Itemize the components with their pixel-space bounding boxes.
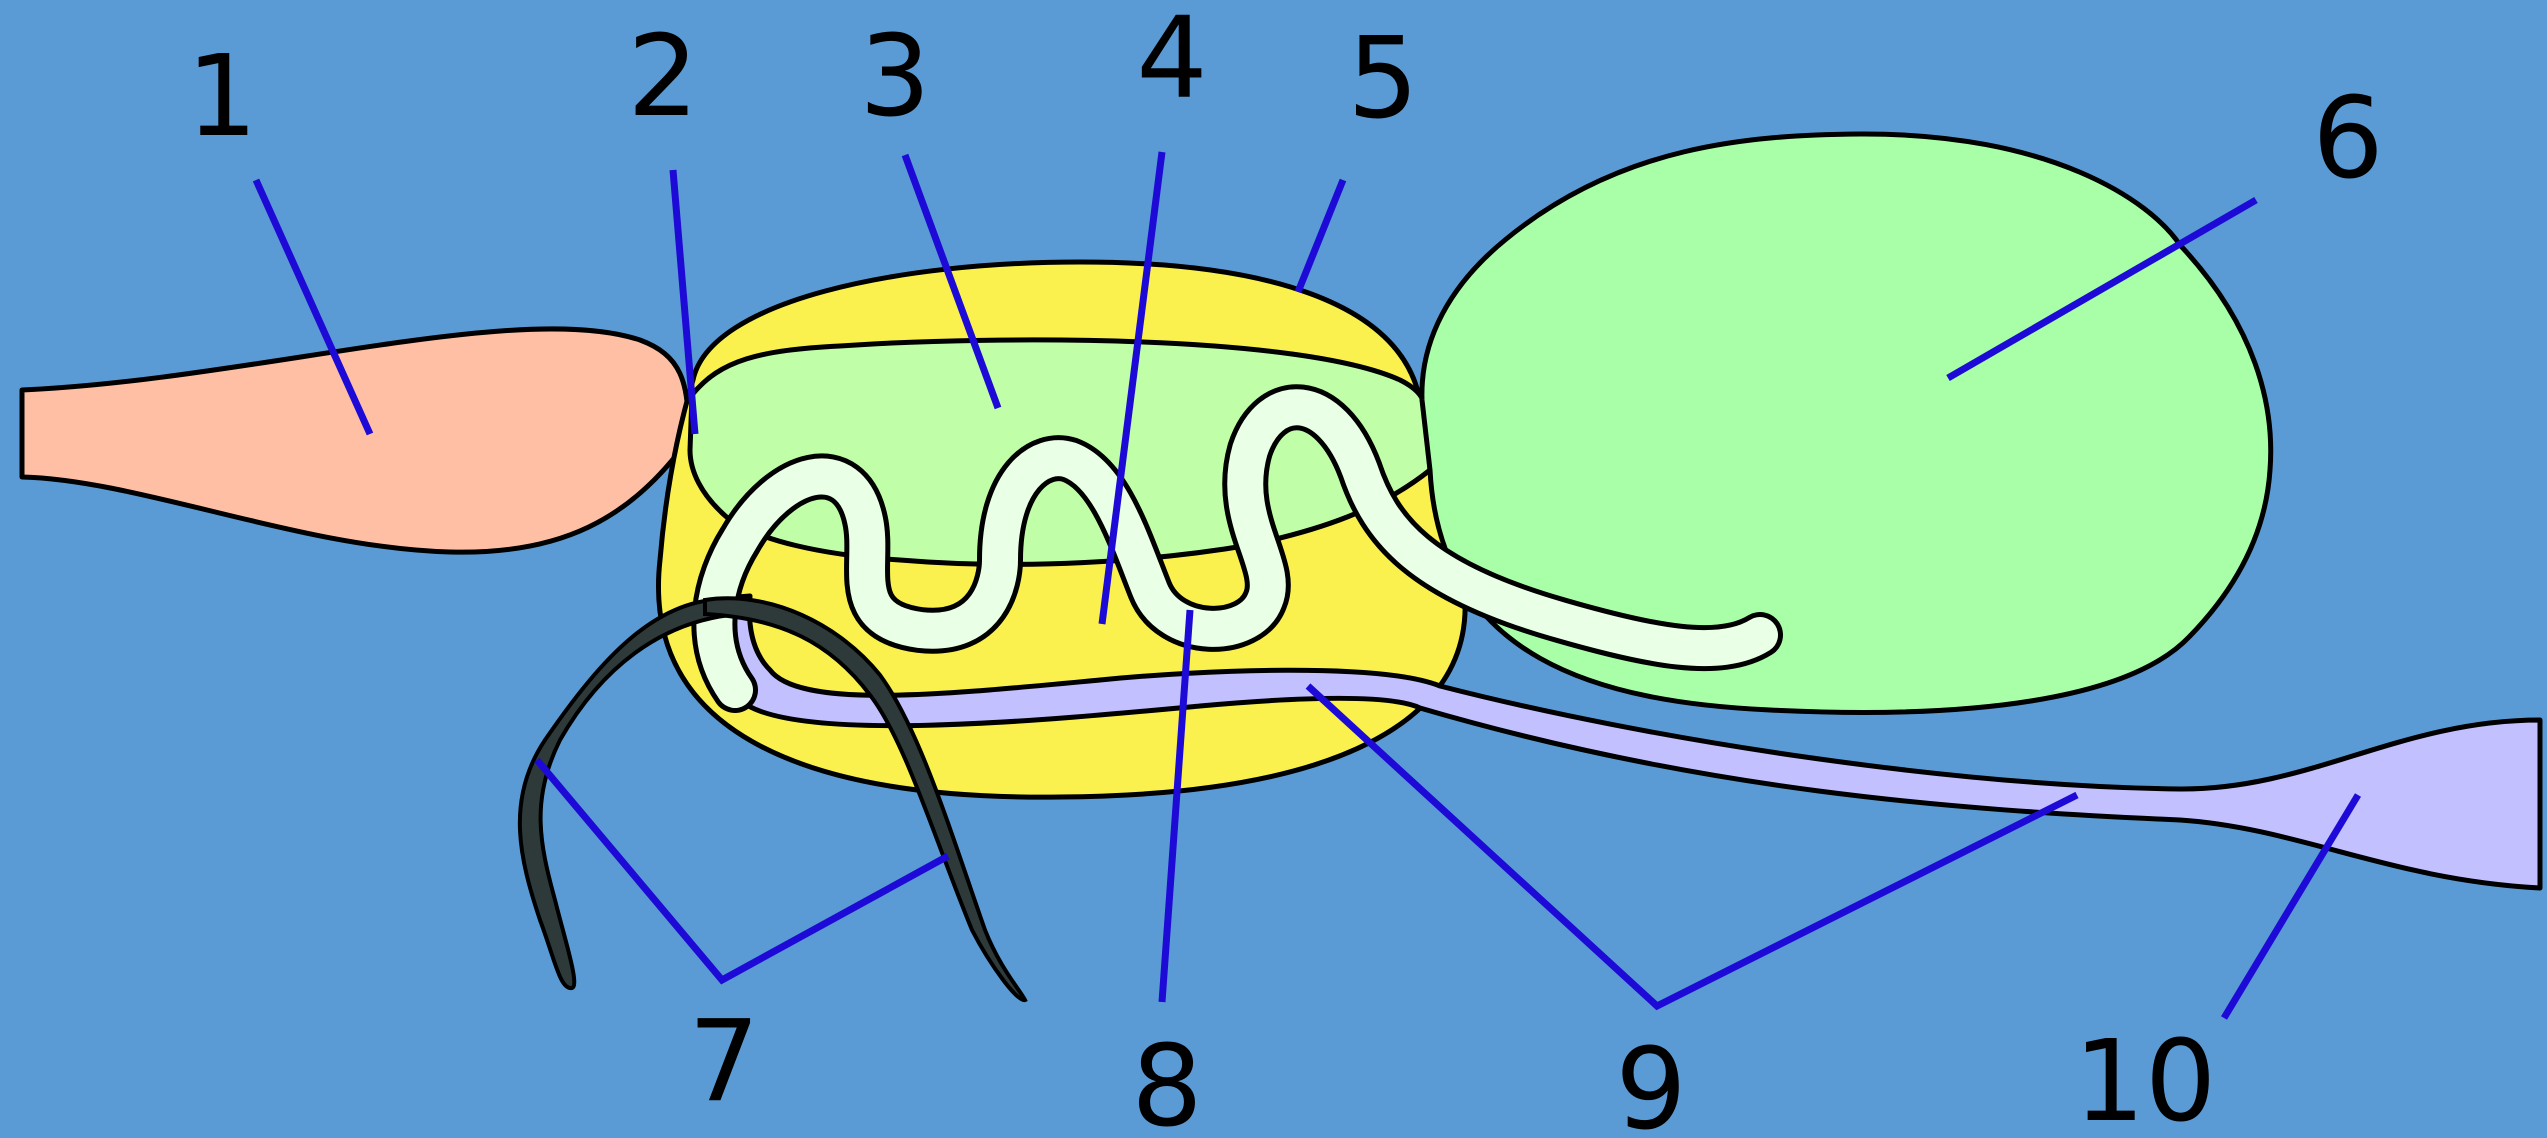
label-8: 8 bbox=[1131, 1022, 1202, 1138]
label-4: 4 bbox=[1136, 0, 1207, 124]
label-10: 10 bbox=[2074, 1017, 2217, 1138]
label-7: 7 bbox=[688, 997, 759, 1127]
label-1: 1 bbox=[186, 32, 257, 162]
label-9: 9 bbox=[1615, 1025, 1686, 1138]
label-6: 6 bbox=[2312, 74, 2383, 204]
label-2: 2 bbox=[627, 12, 698, 142]
label-3: 3 bbox=[859, 12, 930, 142]
label-5: 5 bbox=[1347, 14, 1418, 144]
